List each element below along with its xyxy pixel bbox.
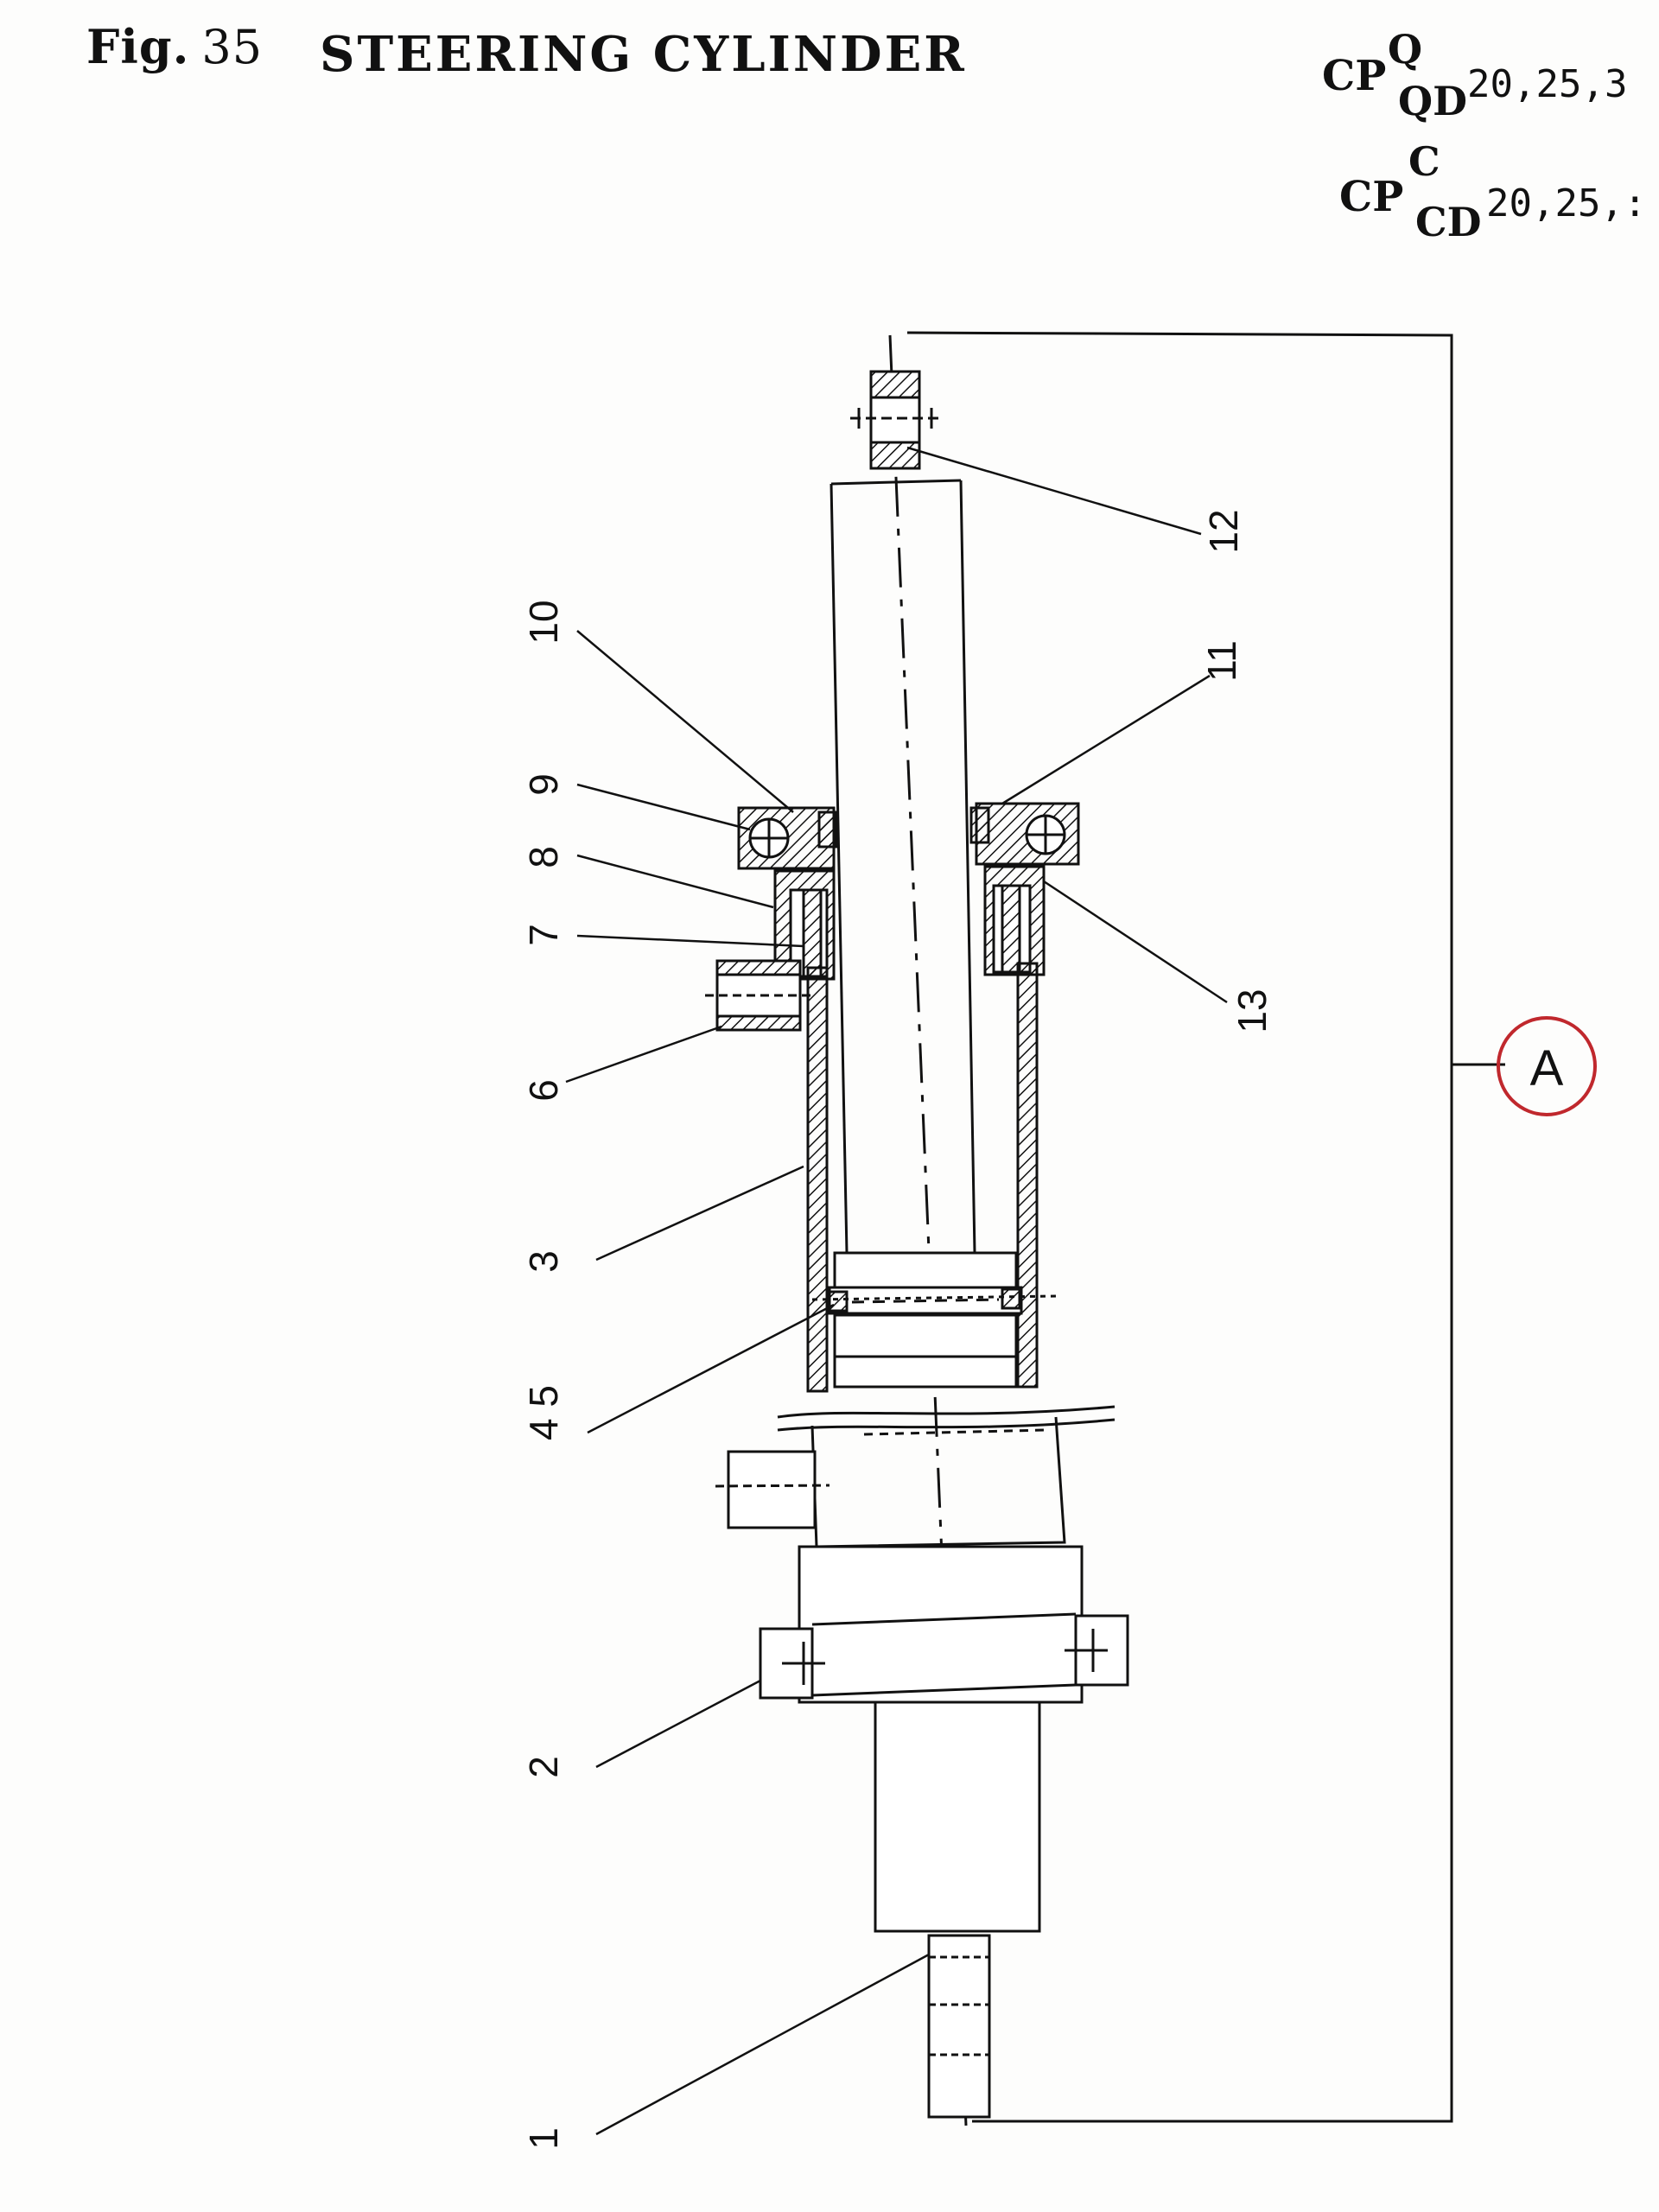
callout-9: 9	[521, 773, 566, 796]
model-subscript: QD	[1398, 78, 1467, 124]
callout-labels: 1 2 3 4 5 6 7 8 9 10 11 12 13	[521, 509, 1274, 2149]
leader-10	[576, 630, 794, 813]
figure-number-value: 35	[201, 20, 264, 74]
rod-gland	[737, 802, 1080, 981]
leader-9	[576, 783, 751, 831]
callout-10: 10	[521, 600, 566, 644]
tube-break	[777, 1405, 1116, 1436]
leader-1	[595, 1953, 930, 2136]
callout-8: 8	[521, 846, 566, 868]
assembly-bracket	[906, 331, 1505, 2123]
assembly-callout: A	[1497, 1016, 1597, 1116]
leader-3	[595, 1165, 804, 1262]
bottom-rod-eye	[927, 1934, 991, 2119]
callout-3: 3	[521, 1250, 566, 1273]
cylinder-end	[874, 1700, 1041, 1933]
cylinder-body-lower	[715, 1416, 1066, 1548]
leader-8	[576, 854, 774, 909]
callout-11: 11	[1199, 640, 1244, 682]
callout-6: 6	[521, 1079, 566, 1102]
leader-11	[1001, 674, 1211, 805]
callout-12: 12	[1201, 509, 1246, 553]
model-base: CP	[1322, 52, 1387, 100]
model-subscript: CD	[1415, 199, 1482, 245]
assembly-label: A	[1530, 1040, 1564, 1096]
leader-12	[906, 446, 1202, 536]
model-numbers: 20,25,3	[1467, 62, 1628, 106]
piston-rod	[830, 479, 976, 1254]
leader-lines	[565, 446, 1228, 2136]
figure-title: STEERING CYLINDER	[320, 26, 967, 83]
callout-7: 7	[521, 924, 566, 946]
top-rod-eye	[850, 370, 942, 470]
callout-4-5: 4 5	[521, 1385, 566, 1440]
leader-2	[595, 1679, 761, 1769]
figure-prefix: Fig.	[86, 19, 190, 74]
cylinder-tube	[806, 962, 1039, 1393]
callout-13: 13	[1230, 988, 1274, 1033]
model-base: CP	[1339, 173, 1404, 221]
callout-2: 2	[521, 1756, 566, 1778]
callout-1: 1	[521, 2127, 566, 2150]
leader-7	[576, 934, 804, 948]
figure-number: Fig.35	[86, 19, 263, 74]
model-superscript: Q	[1388, 26, 1423, 73]
leader-6	[565, 1025, 722, 1084]
leader-13	[1043, 880, 1228, 1004]
model-superscript: C	[1408, 138, 1440, 185]
leader-45	[587, 1303, 835, 1434]
model-numbers: 20,25,:	[1486, 181, 1647, 226]
oil-port-upper	[705, 959, 812, 1032]
cylinder-base	[759, 1545, 1129, 1704]
piston	[811, 1251, 1057, 1389]
